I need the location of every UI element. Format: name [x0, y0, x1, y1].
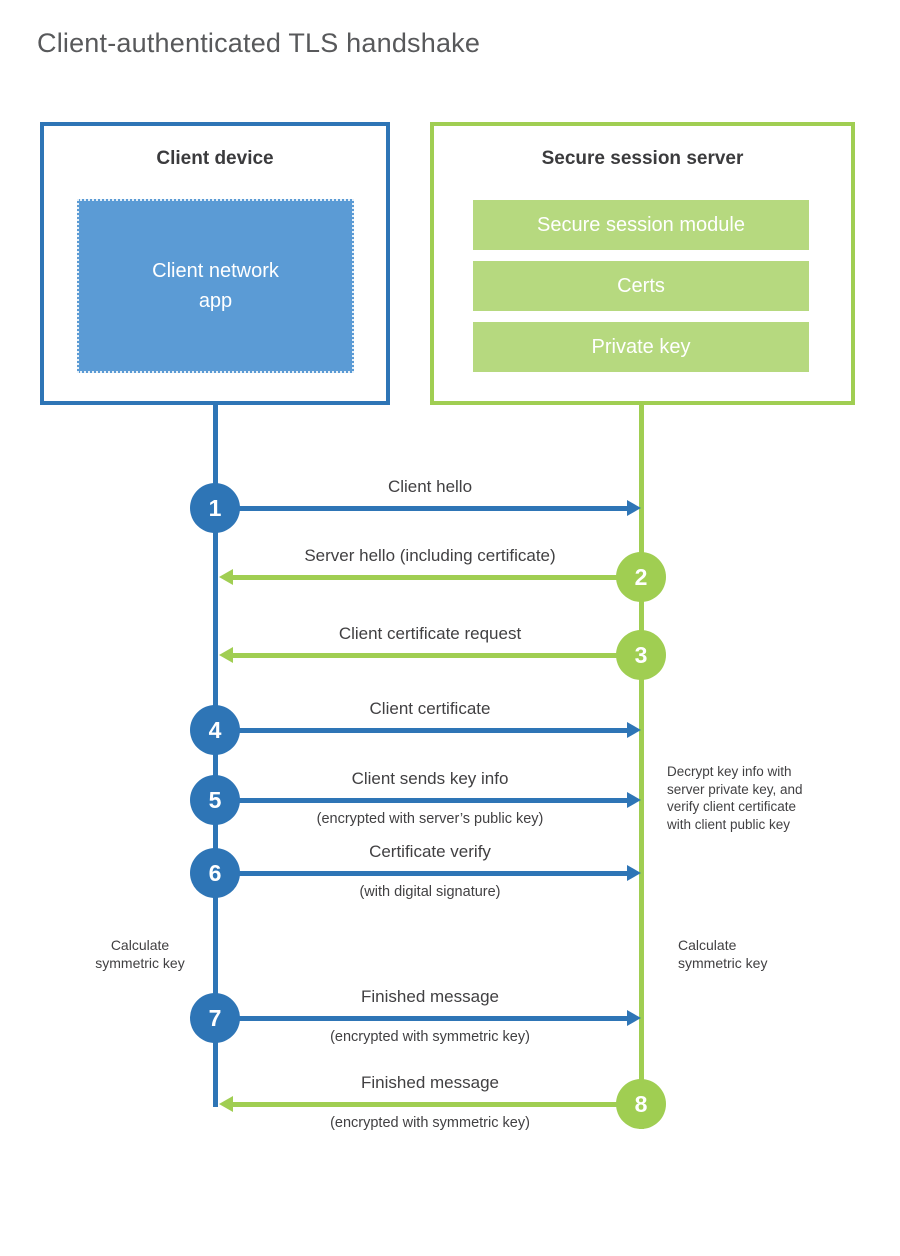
server-module-secure-session-module: Secure session module	[473, 200, 809, 250]
step-5-sublabel: (encrypted with server’s public key)	[316, 811, 544, 827]
step-5-arrow	[220, 792, 641, 808]
server-module-private-key: Private key	[473, 322, 809, 372]
step-1-arrow-line	[220, 506, 629, 511]
decrypt-key-note: Decrypt key info with server private key…	[667, 764, 803, 832]
step-7-label: Finished message	[361, 987, 499, 1006]
step-4-arrow-line	[220, 728, 629, 733]
step-5-circle: 5	[190, 775, 240, 825]
step-8-arrowhead-icon	[219, 1096, 233, 1112]
step-6-circle: 6	[190, 848, 240, 898]
step-5-arrow-line	[220, 798, 629, 803]
step-2-circle: 2	[616, 552, 666, 602]
step-6-arrowhead-icon	[627, 865, 641, 881]
step-1-arrow	[220, 500, 641, 516]
step-7-sublabel: (encrypted with symmetric key)	[330, 1029, 530, 1045]
secure-session-server-box: Secure session server Secure session mod…	[430, 122, 855, 405]
client-lifeline	[213, 405, 218, 1107]
step-3-circle: 3	[616, 630, 666, 680]
step-8-arrow	[219, 1096, 640, 1112]
step-7-arrowhead-icon	[627, 1010, 641, 1026]
calculate-symmetric-key-note-server: Calculate symmetric key	[678, 937, 768, 971]
step-7-arrow	[220, 1010, 641, 1026]
server-module-certs: Certs	[473, 261, 809, 311]
step-3-arrow	[219, 647, 640, 663]
secure-session-server-title: Secure session server	[541, 148, 744, 169]
step-8-circle: 8	[616, 1079, 666, 1129]
server-lifeline	[639, 405, 644, 1129]
step-5-label: Client sends key info	[351, 769, 509, 788]
step-4-circle: 4	[190, 705, 240, 755]
step-1-circle: 1	[190, 483, 240, 533]
step-8-sublabel: (encrypted with symmetric key)	[330, 1115, 530, 1131]
step-3-label: Client certificate request	[338, 624, 522, 643]
step-3-arrow-line	[231, 653, 640, 658]
step-6-label: Certificate verify	[369, 842, 491, 861]
step-5-arrowhead-icon	[627, 792, 641, 808]
client-network-app-box: Client network app	[77, 199, 354, 373]
step-2-arrow	[219, 569, 640, 585]
step-2-arrowhead-icon	[219, 569, 233, 585]
step-2-arrow-line	[231, 575, 640, 580]
step-1-label: Client hello	[387, 477, 473, 496]
step-8-arrow-line	[231, 1102, 640, 1107]
client-device-title: Client device	[156, 148, 274, 169]
step-7-circle: 7	[190, 993, 240, 1043]
client-device-box: Client device Client network app	[40, 122, 390, 405]
step-1-arrowhead-icon	[627, 500, 641, 516]
step-6-sublabel: (with digital signature)	[359, 884, 501, 900]
page-title: Client-authenticated TLS handshake	[37, 28, 481, 58]
step-4-label: Client certificate	[369, 699, 491, 718]
step-8-label: Finished message	[361, 1073, 499, 1092]
step-4-arrowhead-icon	[627, 722, 641, 738]
step-7-arrow-line	[220, 1016, 629, 1021]
step-2-label: Server hello (including certificate)	[304, 546, 556, 565]
step-4-arrow	[220, 722, 641, 738]
step-6-arrow	[220, 865, 641, 881]
step-3-arrowhead-icon	[219, 647, 233, 663]
calculate-symmetric-key-note-client: Calculate symmetric key	[95, 937, 185, 971]
step-6-arrow-line	[220, 871, 629, 876]
